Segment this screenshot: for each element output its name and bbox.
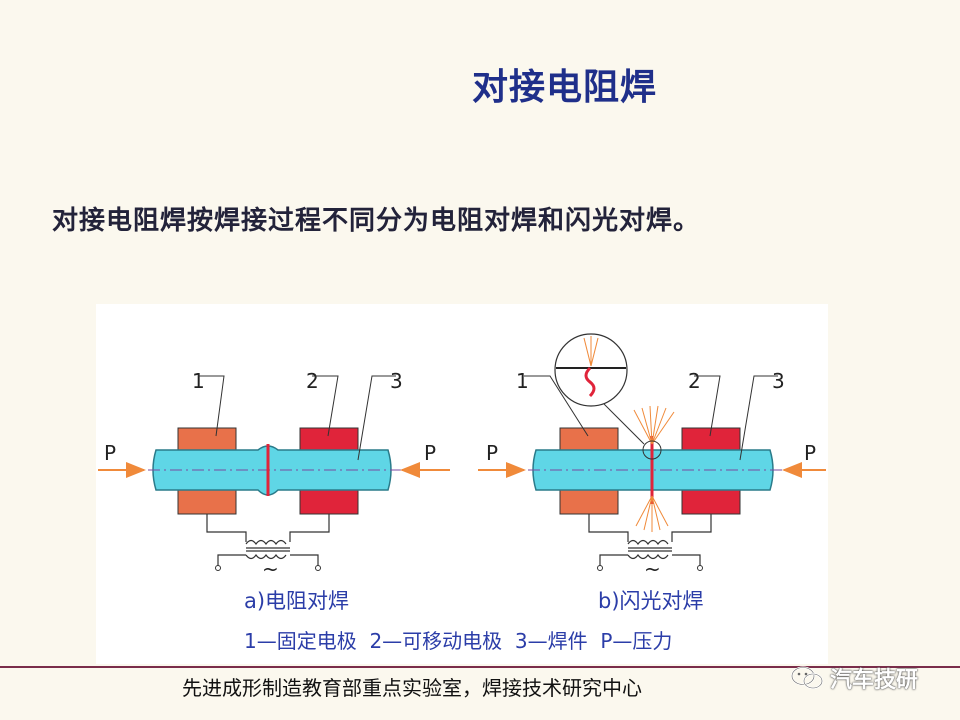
a-wire-right	[289, 514, 330, 542]
diagram-a: P P 1 2 3 ~ a)电阻对焊	[98, 369, 450, 613]
b-transformer-coil-bottom	[627, 553, 669, 560]
b-label-1: 1	[516, 369, 529, 393]
watermark: 汽车技研	[790, 662, 918, 694]
b-supply-wire	[599, 554, 628, 566]
welding-diagram: P P 1 2 3 ~ a)电阻对焊	[96, 304, 828, 664]
b-terminal-left	[597, 565, 603, 571]
b-detail-contact	[584, 366, 596, 398]
figure-legend: 1—固定电极 2—可移动电极 3—焊件 P—压力	[244, 629, 672, 653]
a-leader-3	[357, 375, 396, 461]
b-ac-symbol: ~	[644, 557, 661, 581]
a-supply-wire-2	[290, 554, 319, 566]
a-supply-wire	[217, 554, 246, 566]
a-transformer-coil-top	[245, 539, 287, 546]
a-wire-left	[206, 514, 247, 542]
b-terminal-right	[697, 565, 703, 571]
a-leader-1	[198, 375, 225, 437]
body-text: 对接电阻焊按焊接过程不同分为电阻对焊和闪光对焊。	[52, 206, 701, 236]
b-force-label-right: P	[804, 441, 816, 465]
wechat-icon	[791, 666, 823, 689]
watermark-text: 汽车技研	[830, 668, 919, 693]
slide-title: 对接电阻焊	[472, 67, 658, 108]
a-force-label-left: P	[104, 441, 116, 465]
b-spark-fan-bottom	[635, 495, 669, 532]
b-caption: b)闪光对焊	[598, 589, 704, 613]
a-label-3: 3	[390, 369, 403, 393]
b-supply-wire-2	[672, 554, 701, 566]
a-leader-2	[312, 375, 339, 437]
b-detail-marker	[642, 440, 662, 460]
a-movable-electrode-bottom	[299, 487, 359, 515]
footer-divider	[0, 666, 960, 668]
b-wire-right	[671, 514, 712, 542]
a-label-1: 1	[192, 369, 205, 393]
b-label-3: 3	[772, 369, 785, 393]
b-detail-circle	[554, 333, 628, 407]
b-force-label-left: P	[486, 441, 498, 465]
b-leader-3	[739, 375, 778, 461]
a-terminal-left	[215, 565, 221, 571]
welding-diagram-svg: P P 1 2 3 ~ a)电阻对焊	[98, 333, 826, 653]
b-movable-electrode-bottom	[681, 487, 741, 515]
b-fixed-electrode-bottom	[559, 487, 619, 515]
a-caption: a)电阻对焊	[244, 589, 349, 613]
b-leader-2	[694, 375, 721, 437]
b-label-2: 2	[688, 369, 701, 393]
a-fixed-electrode-bottom	[177, 487, 237, 515]
footer-text: 先进成形制造教育部重点实验室，焊接技术研究中心	[182, 676, 642, 700]
b-wire-left	[588, 514, 629, 542]
diagram-b: P P 1 2 3 ~ b)闪光对焊	[478, 333, 826, 613]
b-detail-leader	[603, 403, 645, 445]
b-transformer-coil-top	[627, 539, 669, 546]
b-detail-sparks	[583, 336, 599, 367]
a-label-2: 2	[306, 369, 319, 393]
a-workpiece	[152, 445, 392, 496]
a-force-label-right: P	[424, 441, 436, 465]
a-terminal-right	[315, 565, 321, 571]
b-spark-fan-top	[633, 405, 675, 445]
b-leader-1	[524, 375, 589, 437]
a-transformer-coil-bottom	[245, 553, 287, 560]
a-ac-symbol: ~	[262, 557, 279, 581]
